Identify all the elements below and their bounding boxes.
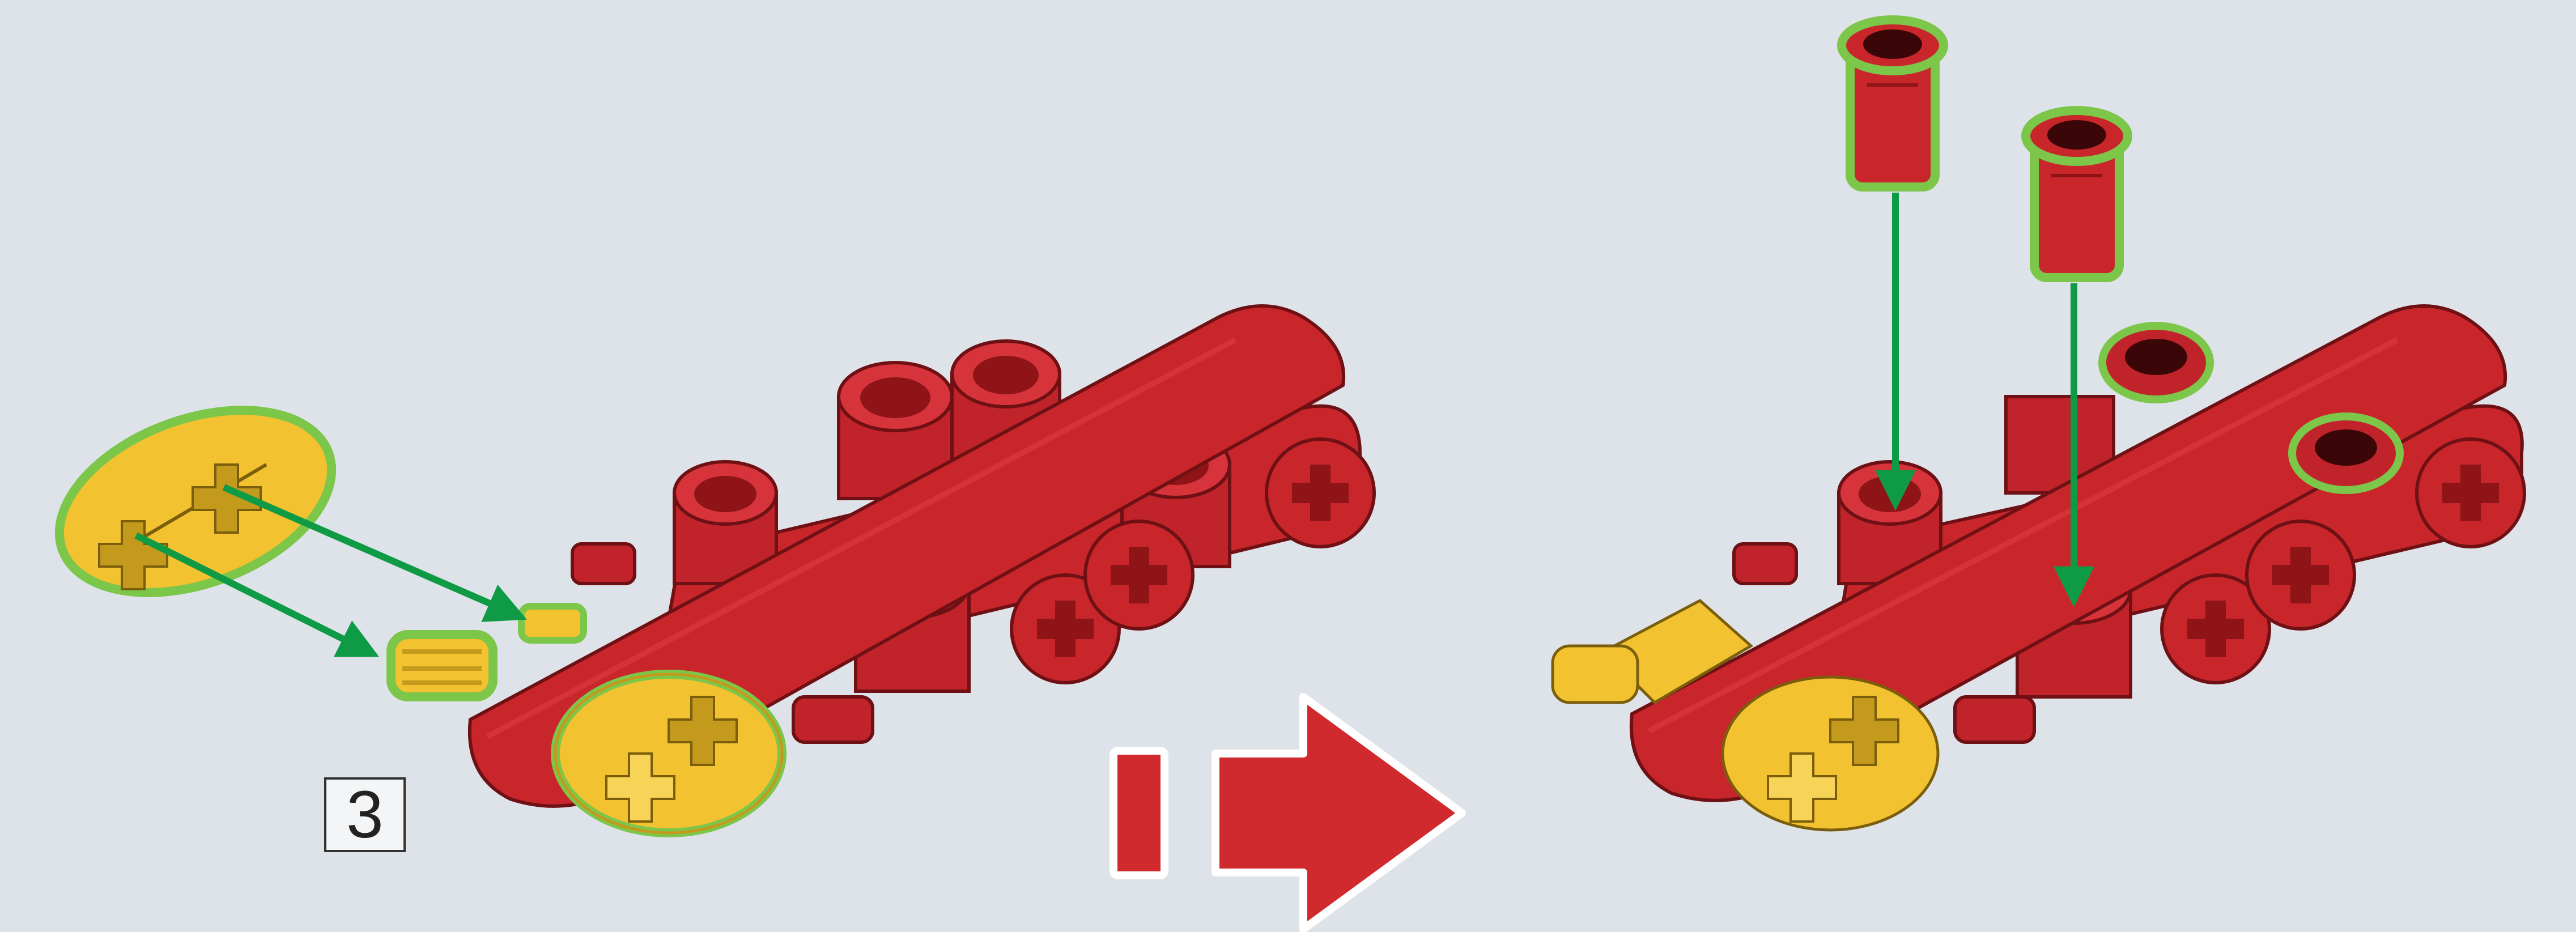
assembly-after	[1553, 20, 2524, 830]
yellow-bushing-mounted	[555, 674, 782, 833]
loose-pin-2	[2026, 110, 2128, 278]
cross-hole-2	[1085, 521, 1193, 629]
cross-hole-3	[2417, 439, 2524, 547]
cross-hole-2	[2247, 521, 2354, 629]
assembly-before	[34, 306, 1374, 833]
step-number: 3	[324, 777, 406, 852]
yellow-bushing-loose	[34, 376, 356, 627]
right-arrow-icon	[1113, 697, 1462, 929]
loose-pin-1	[1842, 20, 1944, 187]
cross-hole-3	[1266, 439, 1374, 547]
